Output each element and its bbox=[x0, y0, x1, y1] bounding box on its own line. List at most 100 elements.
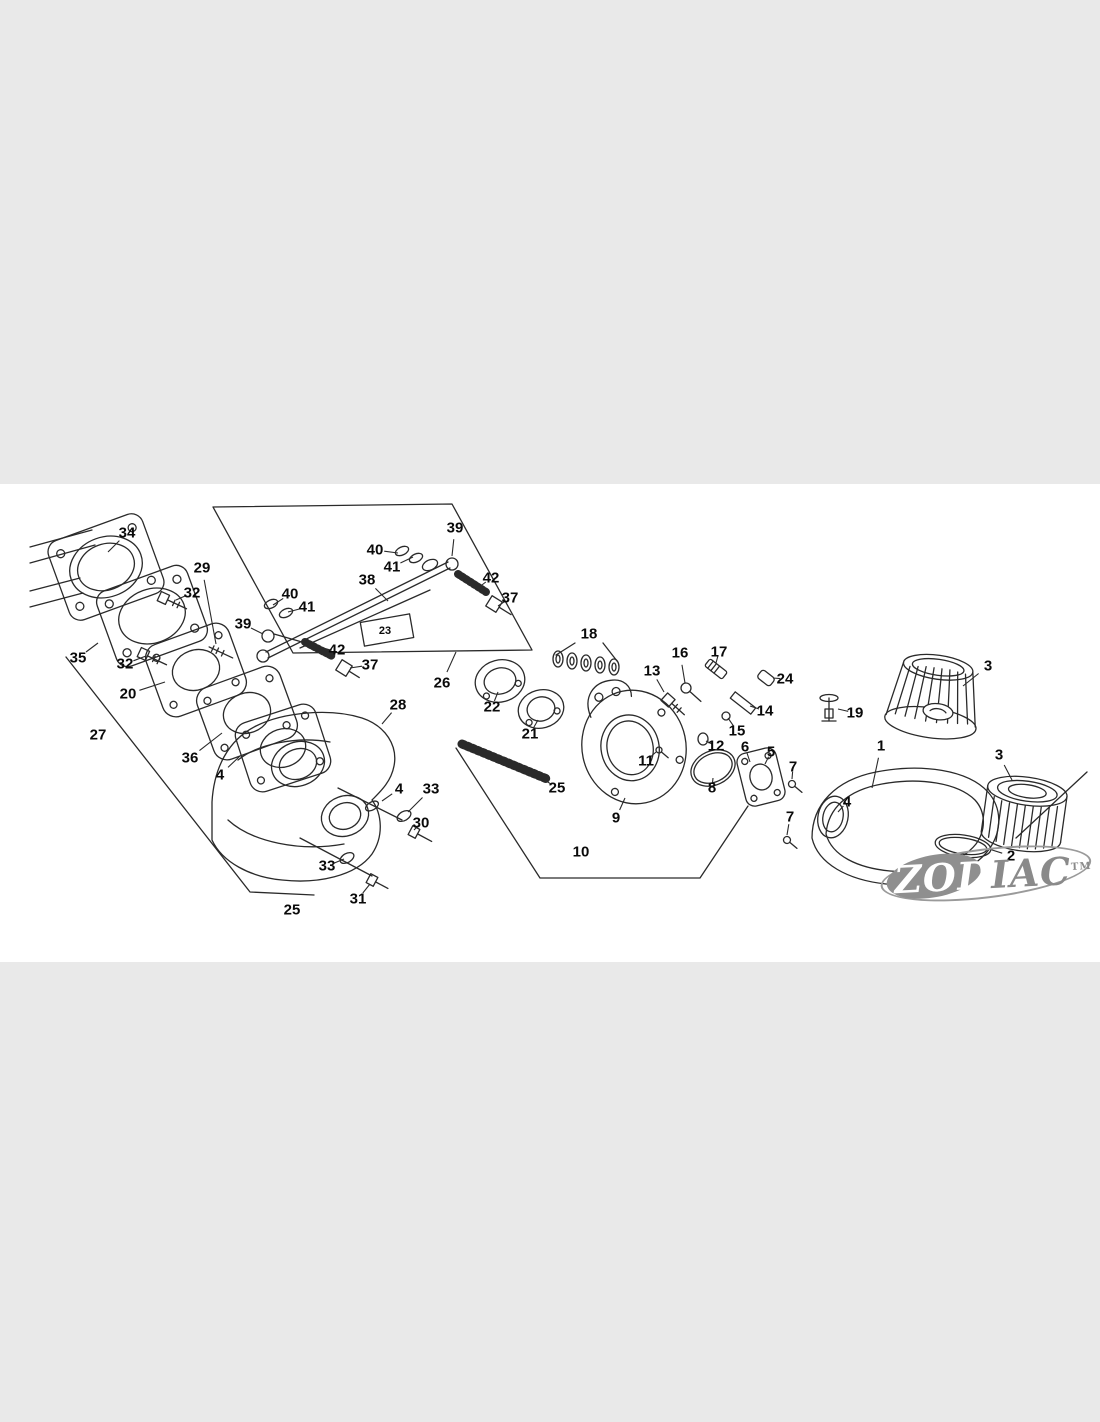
leader-line-14 bbox=[749, 705, 760, 710]
callout-18: 18 bbox=[580, 625, 598, 643]
zodiac-watermark: ZODIACTM bbox=[877, 835, 1096, 912]
callout-39: 39 bbox=[234, 615, 252, 633]
callout-27: 27 bbox=[89, 726, 107, 744]
stud-29 bbox=[208, 645, 234, 659]
washer-stack-18 bbox=[552, 650, 620, 676]
watermark-text-right: IAC bbox=[989, 847, 1073, 897]
callout-22: 22 bbox=[483, 698, 501, 716]
screw-7a bbox=[787, 779, 803, 794]
leader-line-17 bbox=[715, 656, 719, 664]
leader-line-4 bbox=[227, 755, 241, 768]
callout-41: 41 bbox=[383, 558, 401, 576]
callout-1: 1 bbox=[876, 737, 886, 755]
callout-5: 5 bbox=[766, 743, 776, 761]
leader-line-6 bbox=[746, 752, 751, 763]
bolt-16 bbox=[680, 682, 702, 703]
callout-30: 30 bbox=[412, 814, 430, 832]
leader-line-28 bbox=[381, 712, 393, 725]
callout-33: 33 bbox=[318, 857, 336, 875]
callout-28: 28 bbox=[389, 696, 407, 714]
leader-line-12 bbox=[705, 740, 713, 745]
callout-14: 14 bbox=[756, 702, 774, 720]
leader-line-4 bbox=[381, 793, 393, 802]
leader-line-40 bbox=[272, 597, 284, 606]
leader-line-24 bbox=[772, 677, 781, 680]
leader-line-25 bbox=[539, 776, 551, 785]
leader-line-21 bbox=[532, 719, 539, 729]
screw-7b bbox=[782, 835, 798, 850]
leader-line-41 bbox=[400, 556, 414, 564]
callout-41: 41 bbox=[298, 598, 316, 616]
leader-line-15 bbox=[727, 717, 734, 727]
backing-plate bbox=[581, 679, 687, 805]
leader-line-3 bbox=[962, 673, 979, 687]
callout-40: 40 bbox=[366, 541, 384, 559]
leader-line-5 bbox=[764, 756, 770, 765]
callout-20: 20 bbox=[119, 685, 137, 703]
plug-24 bbox=[757, 669, 775, 687]
leader-line-37 bbox=[349, 665, 363, 669]
leader-line-39 bbox=[451, 539, 455, 557]
callout-16: 16 bbox=[671, 644, 689, 662]
leader-line-16 bbox=[681, 664, 686, 684]
o-ring-8 bbox=[690, 749, 736, 787]
callout-38: 38 bbox=[358, 571, 376, 589]
leader-line-1 bbox=[871, 757, 880, 789]
callout-2: 2 bbox=[1006, 847, 1016, 865]
leader-line-19 bbox=[837, 708, 849, 712]
callout-7: 7 bbox=[788, 758, 798, 776]
screw-11 bbox=[655, 746, 669, 759]
leader-line-37 bbox=[497, 600, 506, 607]
leader-line-8 bbox=[711, 777, 714, 785]
callout-33: 33 bbox=[422, 780, 440, 798]
leader-line-13 bbox=[656, 679, 665, 693]
callout-13: 13 bbox=[643, 662, 661, 680]
callout-29: 29 bbox=[193, 559, 211, 577]
flange-upper bbox=[47, 513, 165, 621]
valve-19 bbox=[819, 693, 839, 722]
callout-4: 4 bbox=[215, 766, 225, 784]
flange-5 bbox=[736, 747, 786, 807]
callout-39: 39 bbox=[446, 519, 464, 537]
leader-line-22 bbox=[493, 691, 499, 702]
leader-line-42 bbox=[477, 581, 487, 589]
callout-4: 4 bbox=[394, 780, 404, 798]
leader-line-41 bbox=[287, 608, 300, 613]
gasket-21 bbox=[517, 689, 565, 729]
manifold-body bbox=[211, 711, 396, 882]
callout-3: 3 bbox=[994, 746, 1004, 764]
ss-logo-badge bbox=[922, 702, 954, 721]
callout-26: 26 bbox=[433, 674, 451, 692]
leader-line-20 bbox=[139, 681, 166, 691]
manifold-studs bbox=[29, 529, 96, 608]
leader-line-3 bbox=[1003, 764, 1013, 781]
callout-37: 37 bbox=[361, 656, 379, 674]
callout-8: 8 bbox=[707, 779, 717, 797]
callout-23: 23 bbox=[378, 625, 392, 637]
leader-line-31 bbox=[362, 883, 371, 894]
callout-12: 12 bbox=[707, 737, 725, 755]
bolt-32a bbox=[156, 590, 188, 610]
callout-6: 6 bbox=[740, 738, 750, 756]
watermark-tm: TM bbox=[1070, 860, 1092, 873]
callout-11: 11 bbox=[638, 752, 654, 770]
callout-4: 4 bbox=[842, 793, 852, 811]
gasket-22 bbox=[474, 659, 526, 703]
fitting-17 bbox=[704, 658, 728, 680]
leader-line-29 bbox=[203, 579, 217, 645]
leader-line-9 bbox=[619, 797, 626, 811]
callout-37: 37 bbox=[501, 589, 519, 607]
leader-line-39 bbox=[250, 627, 264, 635]
leader-line-34 bbox=[107, 540, 120, 553]
leader-line-40 bbox=[384, 550, 399, 554]
leader-line-35 bbox=[85, 642, 99, 653]
callout-17: 17 bbox=[710, 643, 728, 661]
callout-35: 35 bbox=[69, 649, 87, 667]
callout-25: 25 bbox=[283, 901, 301, 919]
callout-42: 42 bbox=[328, 641, 346, 659]
leader-line-30 bbox=[413, 825, 419, 831]
leader-line-33 bbox=[407, 797, 423, 813]
